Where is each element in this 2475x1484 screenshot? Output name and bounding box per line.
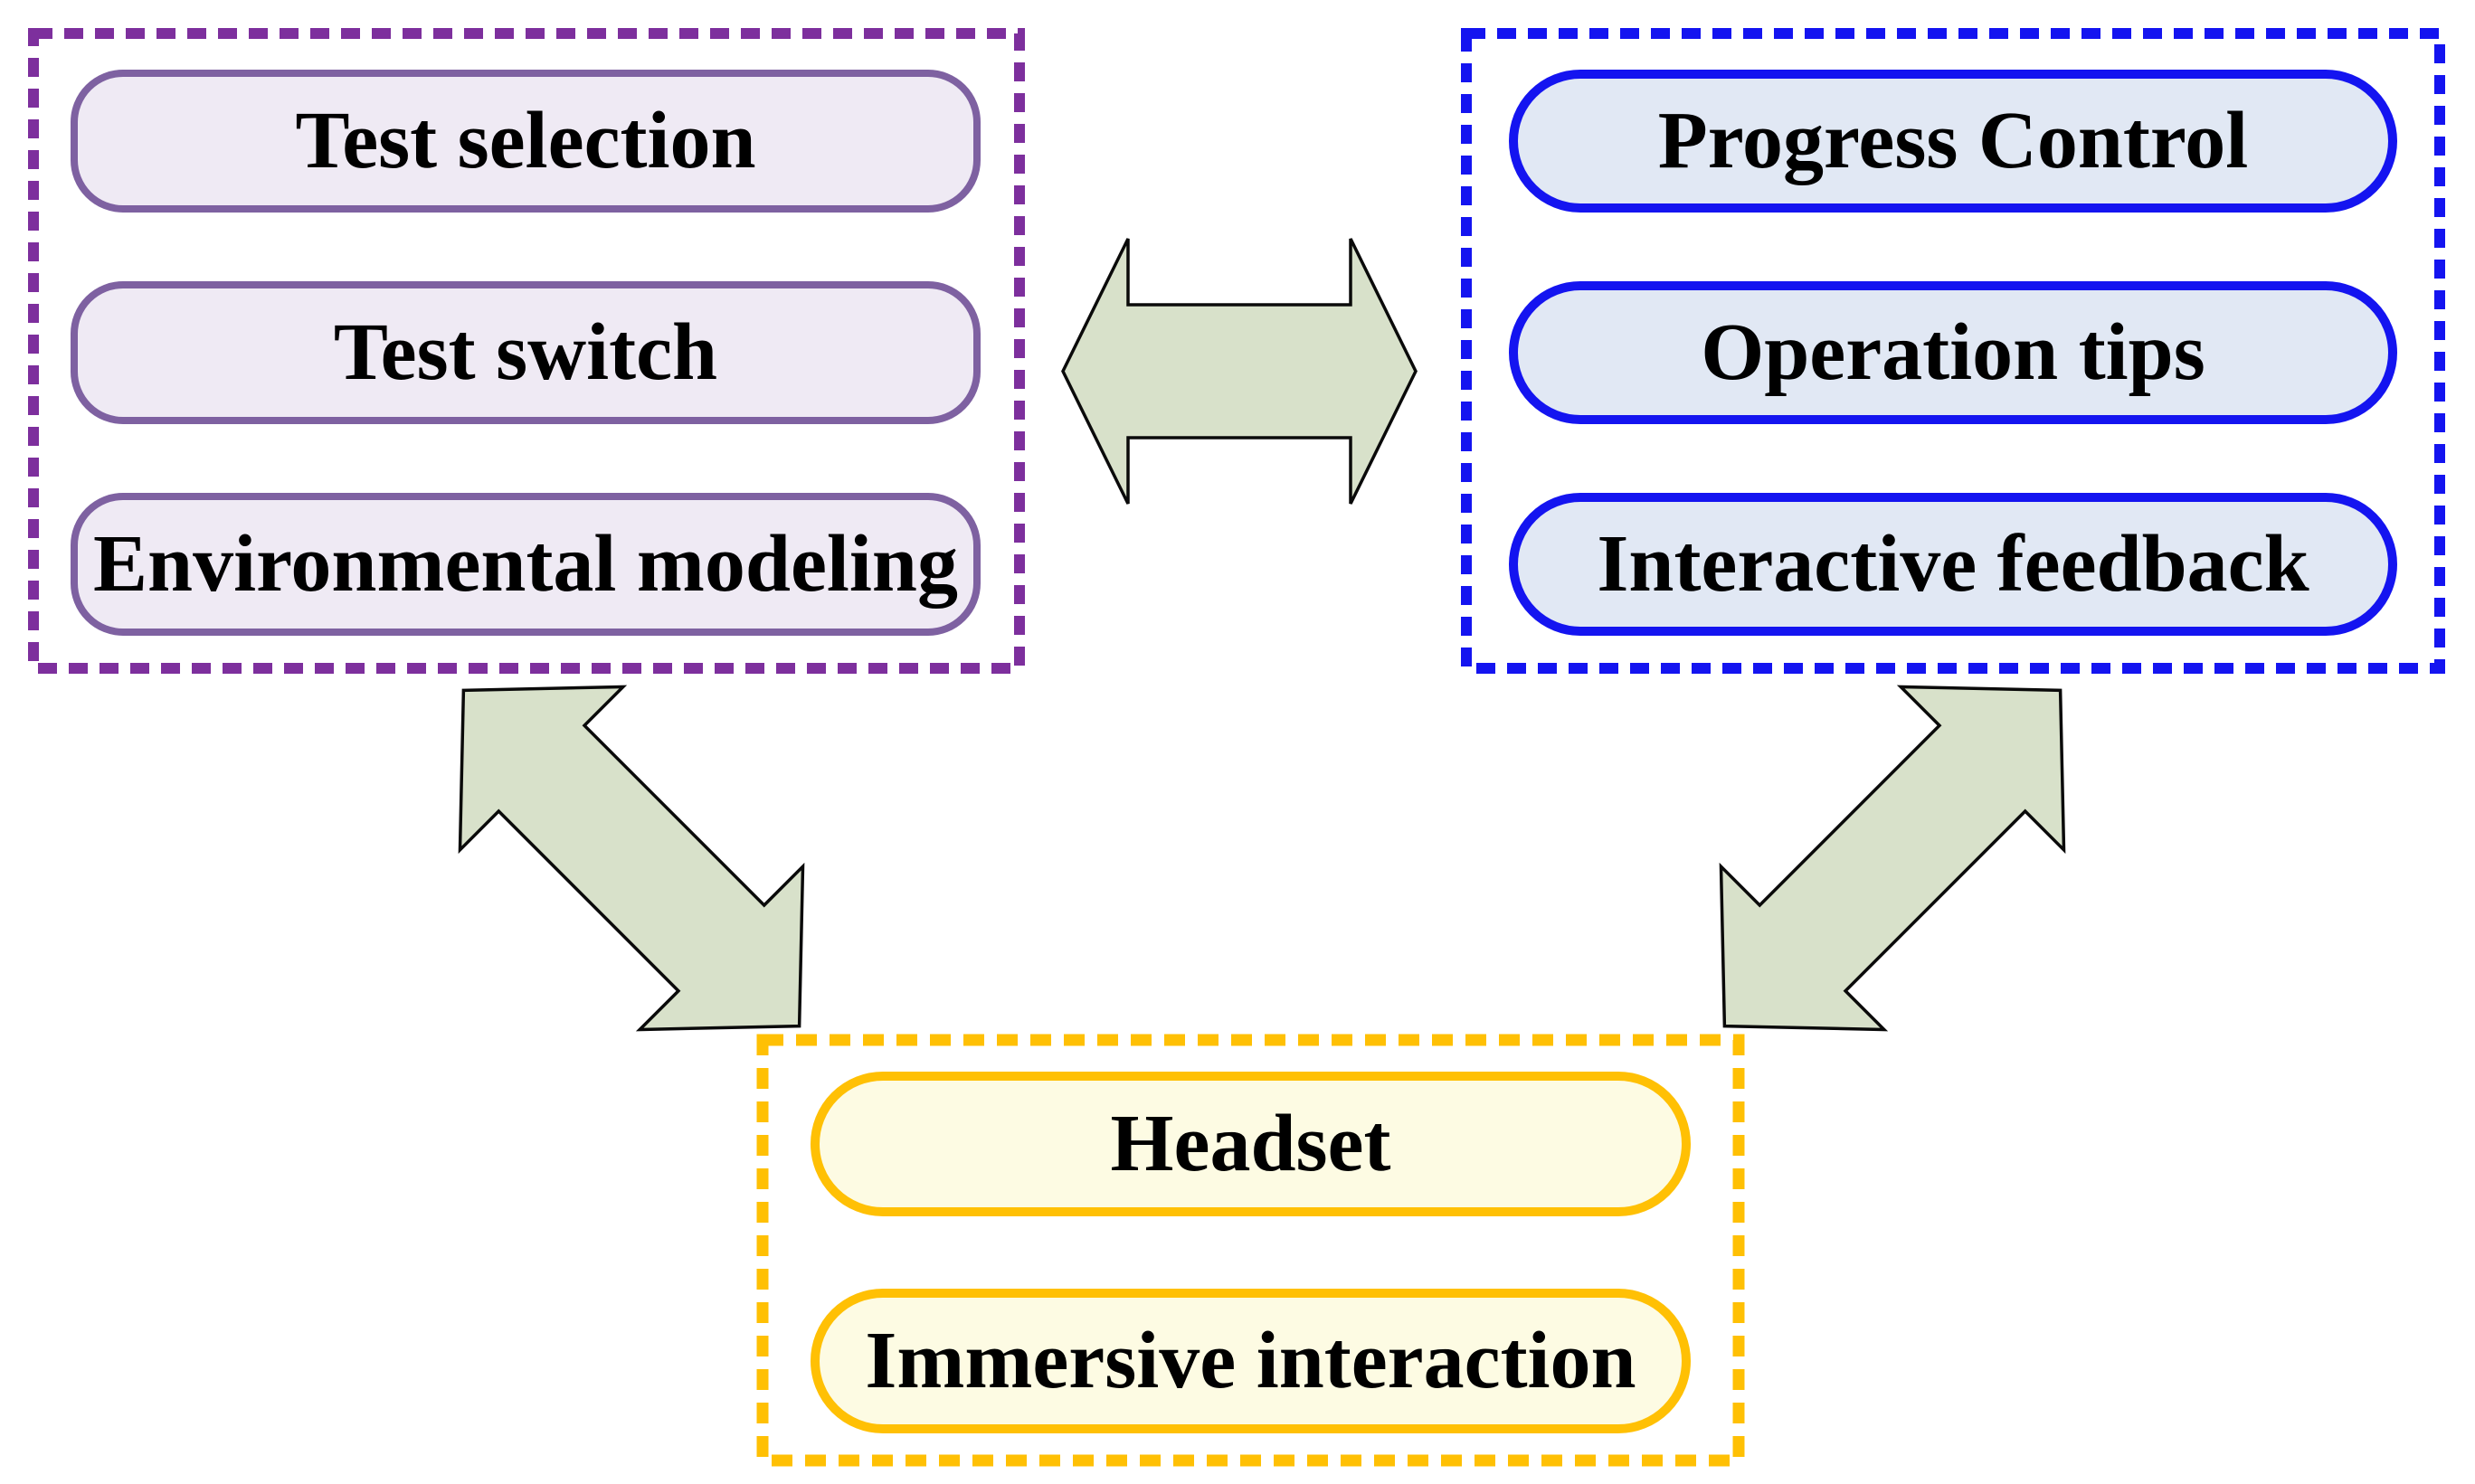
left-diagonal-double-arrow-icon <box>458 685 805 1032</box>
node-immersive-interaction: Immersive interaction <box>811 1289 1691 1433</box>
node-label: Headset <box>1110 1099 1391 1188</box>
node-label: Environmental modeling <box>93 519 958 609</box>
node-label: Operation tips <box>1701 307 2205 397</box>
group-test-management: Test selection Test switch Environmental… <box>27 27 1026 675</box>
group-hardware: Headset Immersive interaction <box>756 1034 1745 1467</box>
node-label: Progress Control <box>1657 96 2249 185</box>
node-test-switch: Test switch <box>71 281 981 424</box>
right-diagonal-double-arrow-icon <box>1719 685 2066 1032</box>
node-label: Test switch <box>333 307 718 397</box>
group-interaction-control: Progress Control Operation tips Interact… <box>1460 27 2446 675</box>
node-interactive-feedback: Interactive feedback <box>1509 493 2397 636</box>
node-label: Interactive feedback <box>1597 519 2309 609</box>
node-label: Immersive interaction <box>865 1316 1636 1405</box>
node-progress-control: Progress Control <box>1509 70 2397 213</box>
node-operation-tips: Operation tips <box>1509 281 2397 424</box>
node-test-selection: Test selection <box>71 70 981 213</box>
node-environmental-modeling: Environmental modeling <box>71 493 981 636</box>
node-headset: Headset <box>811 1072 1691 1216</box>
horizontal-double-arrow-icon <box>1061 238 1418 505</box>
node-label: Test selection <box>295 96 756 185</box>
